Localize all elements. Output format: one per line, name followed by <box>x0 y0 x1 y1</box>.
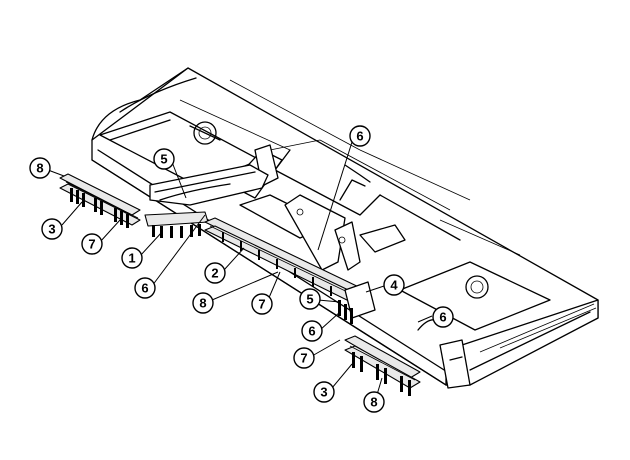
svg-text:6: 6 <box>308 324 315 339</box>
callout-7-left: 7 <box>81 233 103 255</box>
callout-6-top: 6 <box>349 125 371 147</box>
svg-text:4: 4 <box>390 278 398 293</box>
front-deflector-chains <box>222 232 332 296</box>
right-gusset <box>439 339 471 389</box>
callout-3-right: 3 <box>313 381 335 403</box>
svg-text:5: 5 <box>160 152 167 167</box>
svg-text:3: 3 <box>48 222 55 237</box>
callout-5-left: 5 <box>153 148 175 170</box>
right-deflector-chains <box>352 352 411 396</box>
leader-lines <box>47 141 433 399</box>
callout-4: 4 <box>383 274 405 296</box>
left-side-shield <box>149 164 269 206</box>
callout-7-right: 7 <box>293 347 315 369</box>
svg-text:7: 7 <box>300 351 307 366</box>
callout-6-right: 6 <box>432 306 454 328</box>
svg-text:3: 3 <box>320 385 327 400</box>
left-deflector-chains <box>70 188 129 228</box>
svg-text:6: 6 <box>439 310 446 325</box>
svg-text:6: 6 <box>141 281 148 296</box>
callout-1: 1 <box>121 247 143 269</box>
callout-8-right: 8 <box>363 391 385 413</box>
callout-3-left: 3 <box>41 218 63 240</box>
svg-text:5: 5 <box>306 292 313 307</box>
svg-text:2: 2 <box>211 266 218 281</box>
callout-7-center: 7 <box>251 293 273 315</box>
callout-6-center-left: 6 <box>134 277 156 299</box>
callout-5-right: 5 <box>299 288 321 310</box>
svg-text:7: 7 <box>258 297 265 312</box>
callout-8-left: 8 <box>29 157 51 179</box>
svg-text:8: 8 <box>370 395 377 410</box>
callout-6-right-center: 6 <box>301 320 323 342</box>
svg-text:6: 6 <box>356 129 363 144</box>
center-left-deflector <box>144 211 209 238</box>
svg-text:7: 7 <box>88 237 95 252</box>
svg-text:1: 1 <box>128 251 135 266</box>
svg-text:8: 8 <box>36 161 43 176</box>
callout-2: 2 <box>204 262 226 284</box>
svg-text:8: 8 <box>199 296 206 311</box>
callout-8-center: 8 <box>192 292 214 314</box>
